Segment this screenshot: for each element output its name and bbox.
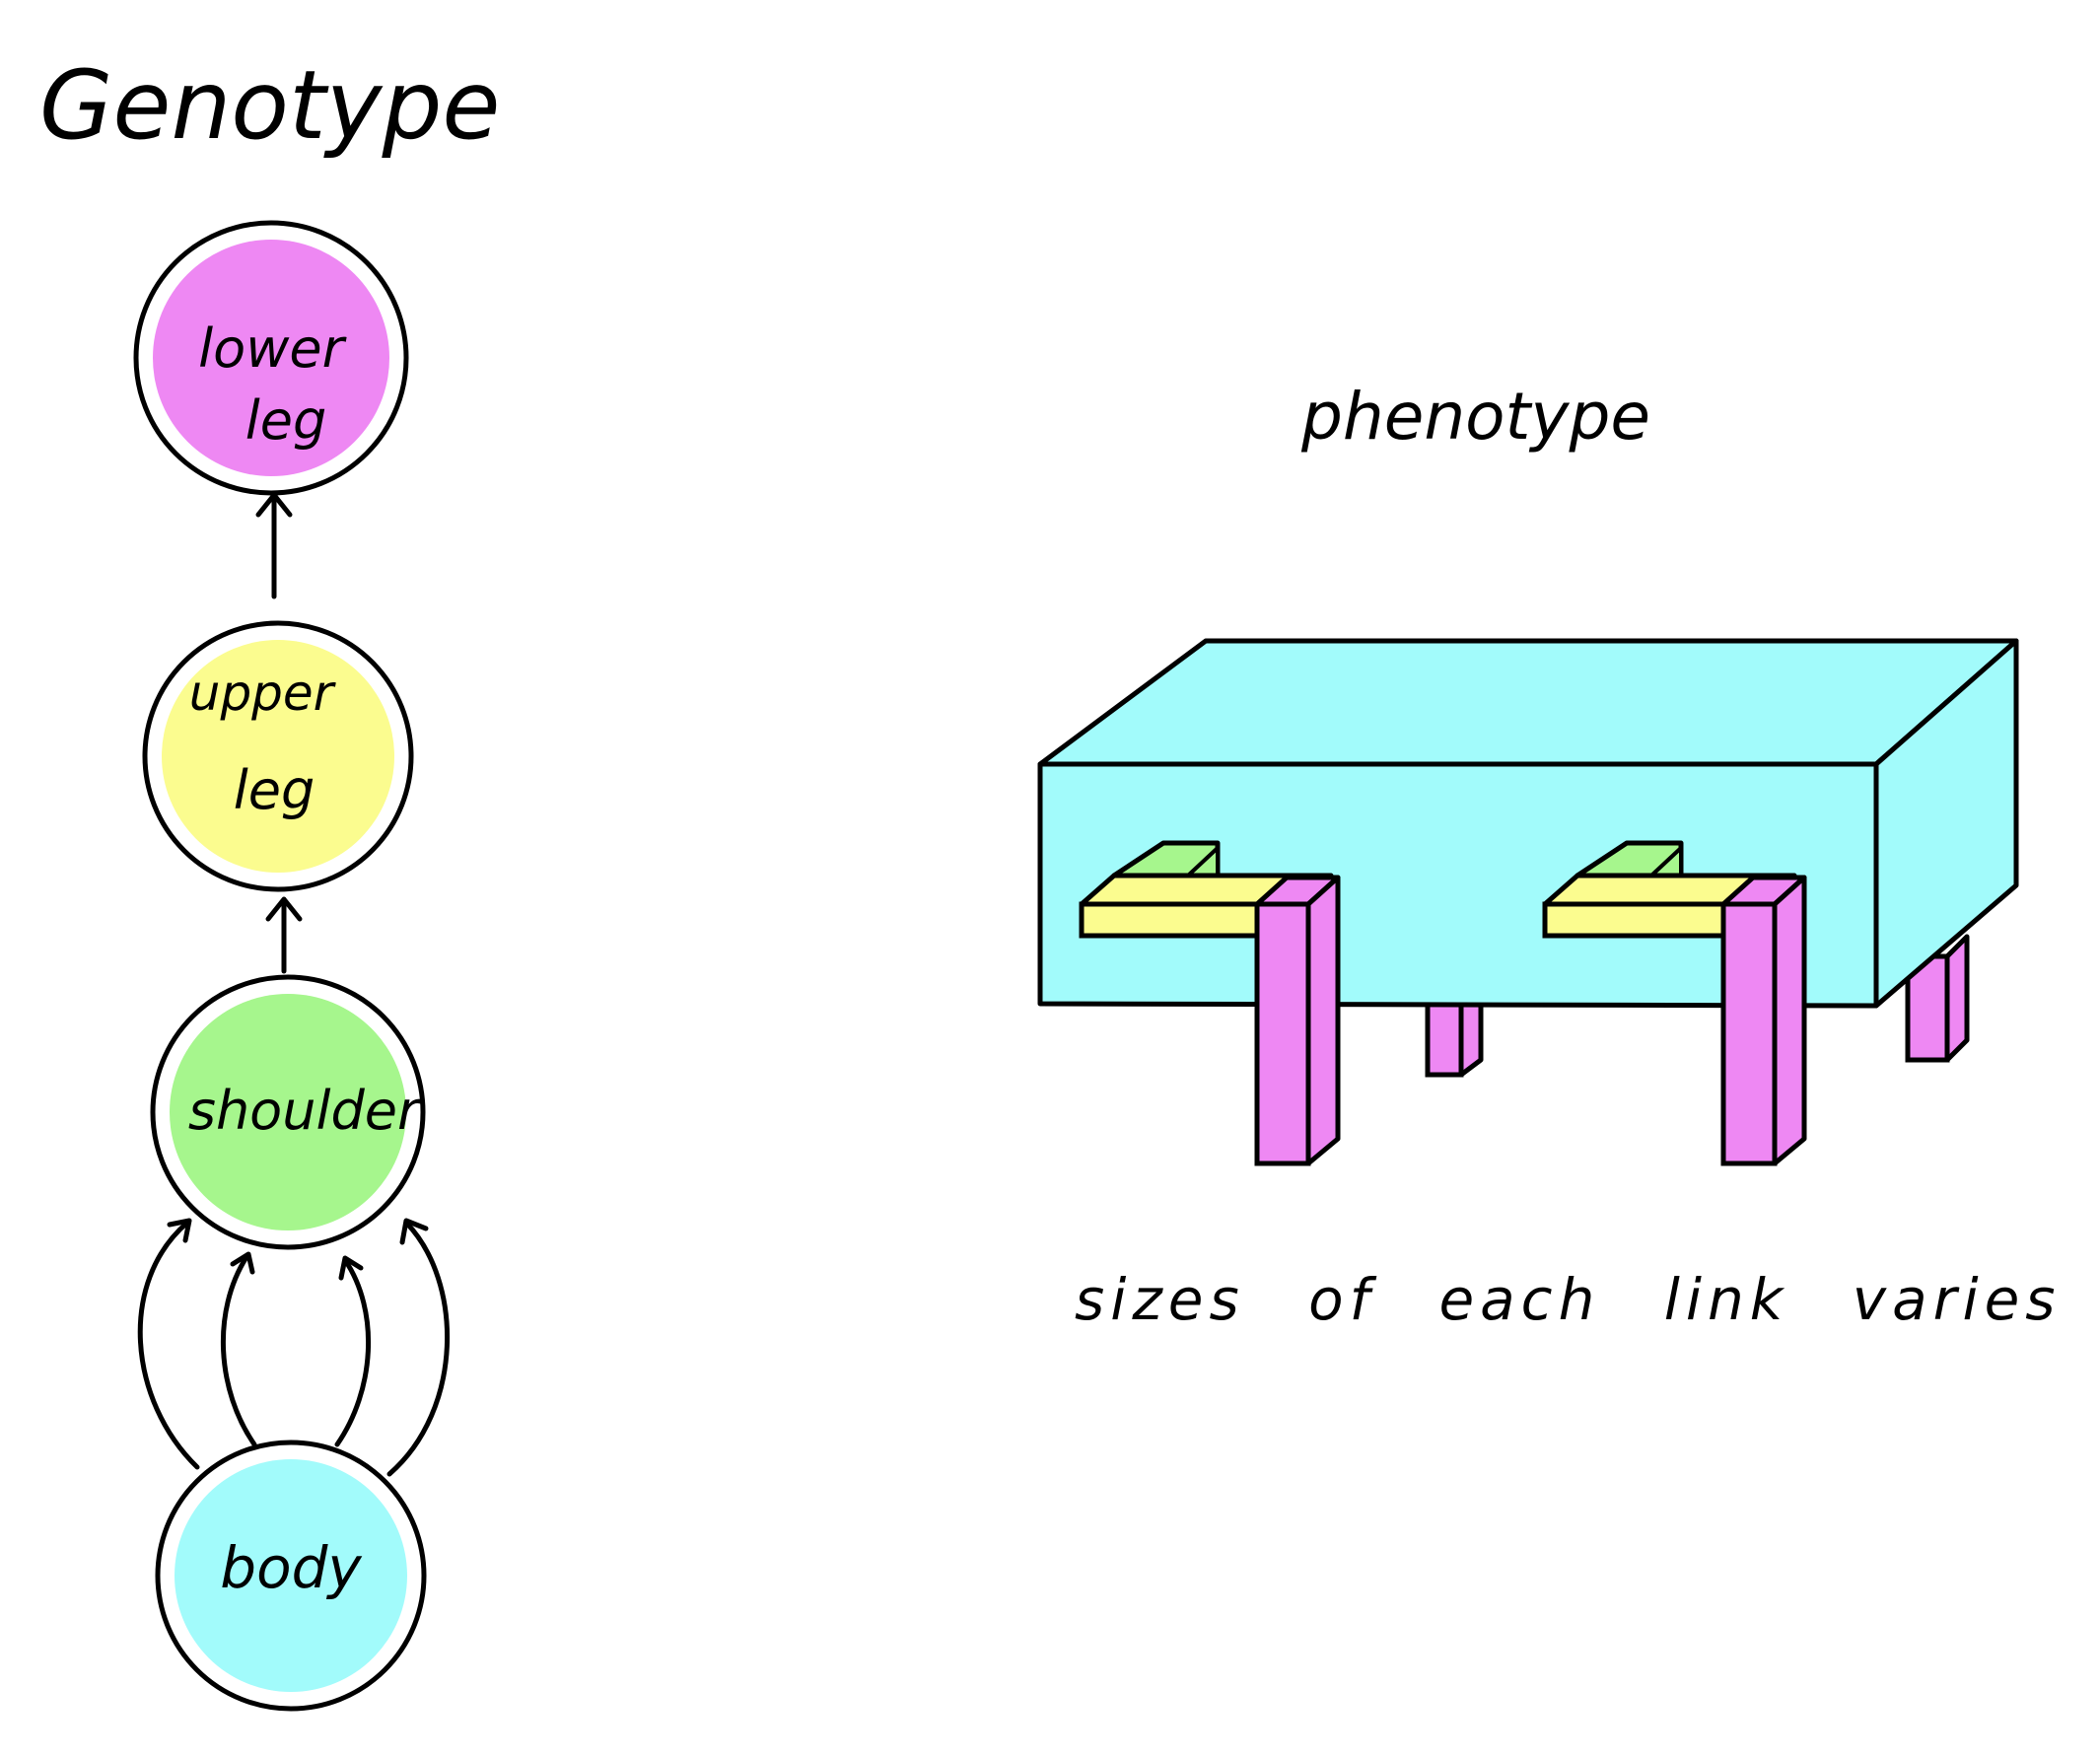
node-label-upper-leg-line1: upper: [189, 665, 337, 722]
genotype-node-lower-leg: lower leg: [133, 220, 409, 496]
node-circle-lower-leg: [133, 220, 409, 496]
genotype-node-shoulder: shoulder: [150, 974, 426, 1250]
node-fill-lower-leg: [153, 240, 389, 476]
phenotype-title: phenotype: [1300, 379, 1650, 455]
phenotype-caption: sizes of each link varies: [1075, 1266, 2062, 1333]
genotype-title: Genotype: [39, 50, 500, 161]
arrowhead-shoulder-3: [338, 1255, 364, 1281]
front-limb-left: [1079, 840, 1341, 1166]
robot-body: [1037, 638, 2019, 1009]
genotype-edges: [137, 492, 450, 1477]
node-label-lower-leg-line2: leg: [245, 389, 327, 452]
node-label-shoulder: shoulder: [188, 1080, 422, 1142]
node-fill-upper-leg: [162, 640, 394, 873]
node-label-lower-leg-line1: lower: [198, 317, 346, 380]
genotype-node-body: body: [155, 1440, 427, 1712]
arrowhead-shoulder-2: [230, 1251, 255, 1275]
node-label-body: body: [220, 1534, 362, 1601]
edge-body-to-shoulder-1: [137, 1220, 200, 1470]
arrowhead-upper-leg: [265, 896, 303, 922]
node-circle-shoulder: [150, 974, 426, 1250]
robot-drawing: [1037, 638, 2019, 1166]
arrowhead-shoulder-4: [399, 1218, 429, 1245]
node-fill-body: [175, 1459, 407, 1692]
edge-body-to-shoulder-3: [334, 1257, 372, 1447]
arrowhead-shoulder-1: [167, 1218, 192, 1243]
edge-body-to-shoulder-2: [220, 1254, 257, 1447]
edge-body-to-shoulder-4: [386, 1220, 450, 1477]
front-limb-right: [1542, 840, 1807, 1166]
genotype-node-upper-leg: upper leg: [142, 620, 414, 892]
node-circle-body: [155, 1440, 427, 1712]
node-label-upper-leg-line2: leg: [234, 759, 315, 821]
node-circle-upper-leg: [142, 620, 414, 892]
node-fill-shoulder: [170, 994, 406, 1230]
